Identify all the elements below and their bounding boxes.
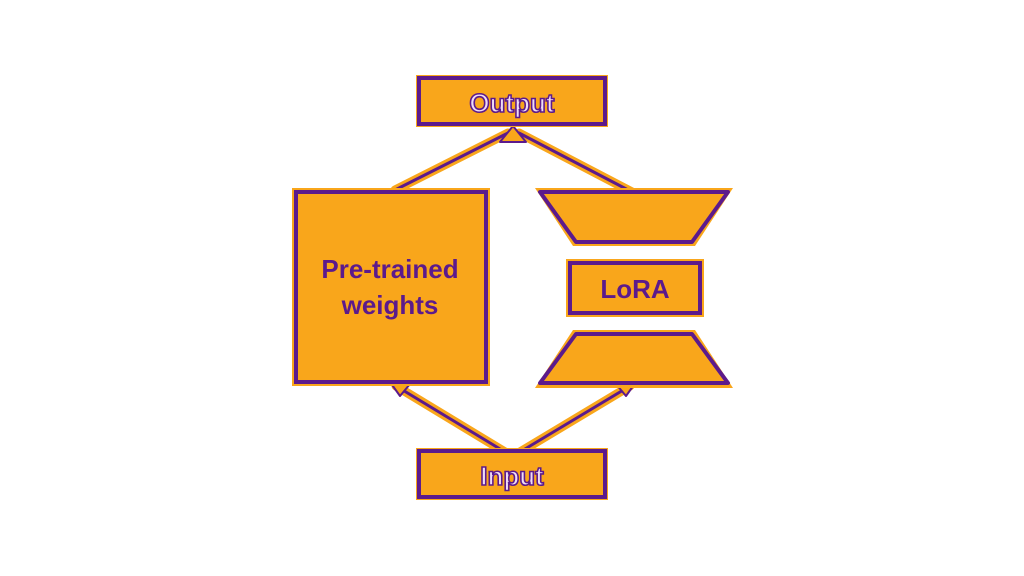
pretrained-label-line1: Pre-trained	[321, 254, 458, 284]
lora-down-projection	[535, 330, 733, 388]
connector-input-to-pretrained	[389, 381, 510, 457]
pretrained-label-line2: weights	[341, 290, 439, 320]
lora-up-projection	[535, 188, 733, 246]
output-node: Output	[416, 75, 608, 127]
connector-pretrained-to-output	[390, 128, 513, 195]
connector-lora-to-output	[514, 128, 637, 197]
connector-input-to-lora	[515, 381, 637, 457]
output-label: Output	[469, 88, 555, 118]
lora-label: LoRA	[600, 274, 670, 304]
input-node: Input	[416, 448, 608, 500]
lora-node: LoRA	[566, 259, 704, 317]
pretrained-weights-node: Pre-trained weights	[292, 188, 490, 386]
output-arrowhead	[499, 125, 527, 143]
input-label: Input	[480, 461, 544, 491]
